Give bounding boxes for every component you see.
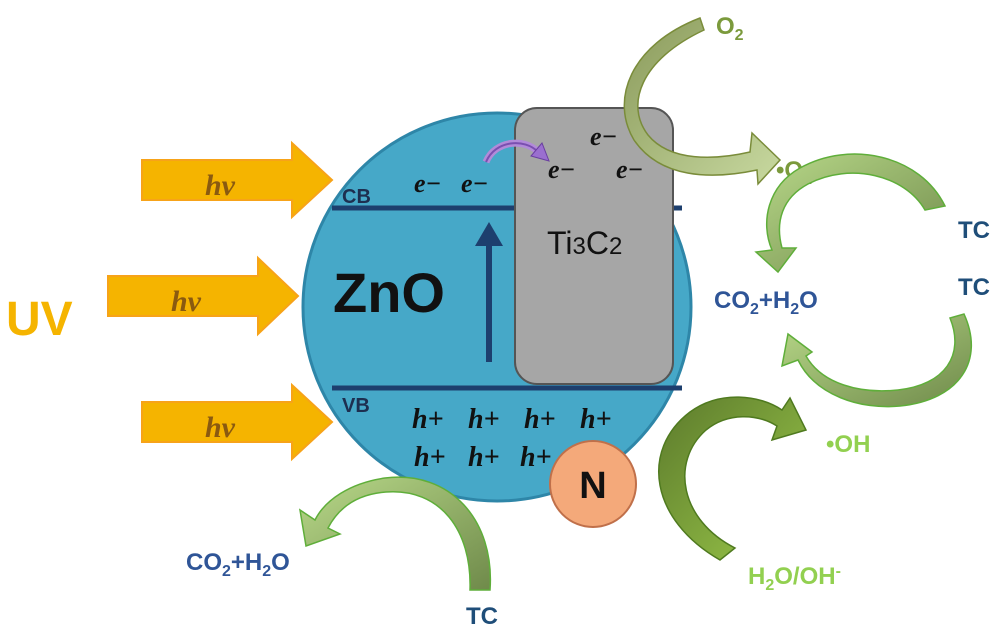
o2-to-superoxide-arrow: [623, 17, 782, 186]
tc-degradation-arrow-bottom: [298, 476, 492, 591]
ti3c2-block: [514, 107, 674, 385]
product-label-right: CO2+H2O: [714, 287, 818, 318]
photon-arrow-top: hv: [141, 140, 334, 220]
electron-ti3c2-1: e−: [548, 155, 575, 184]
tc-label-right-upper: TC: [958, 217, 990, 244]
water-to-hydroxyl-arrow: [658, 396, 808, 561]
hole-6: h+: [468, 442, 500, 473]
o2-label: O2: [716, 13, 744, 44]
excitation-arrow: [475, 222, 503, 362]
photon-label-bottom: hv: [205, 411, 236, 444]
tc-degradation-arrow-upper: [754, 153, 947, 274]
n-dopant-label: N: [579, 465, 606, 507]
n-dopant-circle: [549, 440, 637, 528]
hole-1: h+: [412, 404, 444, 435]
hole-5: h+: [414, 442, 446, 473]
electron-zno-1: e−: [414, 169, 441, 198]
vb-label: VB: [342, 395, 370, 417]
uv-label: UV: [6, 293, 73, 346]
hole-3: h+: [524, 404, 556, 435]
electron-transfer-arrow: [482, 139, 550, 164]
hydroxyl-radical-label: •OH: [826, 431, 870, 458]
tc-label-right-lower: TC: [958, 274, 990, 301]
zno-label: ZnO: [333, 261, 445, 324]
electron-ti3c2-3: e−: [616, 155, 643, 184]
holes-row-2: h+ h+ h+: [414, 442, 552, 473]
tc-degradation-arrow-lower: [781, 313, 973, 408]
photon-arrow-bottom: hv: [141, 382, 334, 462]
water-source-label: H2O/OH-: [748, 563, 841, 594]
photon-arrow-middle: hv: [107, 255, 300, 337]
cb-label: CB: [342, 186, 371, 208]
holes-row-1: h+ h+ h+ h+: [412, 404, 612, 435]
electron-zno-2: e−: [461, 169, 488, 198]
tc-label-bottom: TC: [466, 603, 498, 630]
photon-label-top: hv: [205, 169, 236, 202]
hole-7: h+: [520, 442, 552, 473]
hole-4: h+: [580, 404, 612, 435]
photon-label-middle: hv: [171, 285, 202, 318]
product-label-bottom: CO2+H2O: [186, 549, 290, 580]
electron-ti3c2-2: e−: [590, 122, 617, 151]
hole-2: h+: [468, 404, 500, 435]
